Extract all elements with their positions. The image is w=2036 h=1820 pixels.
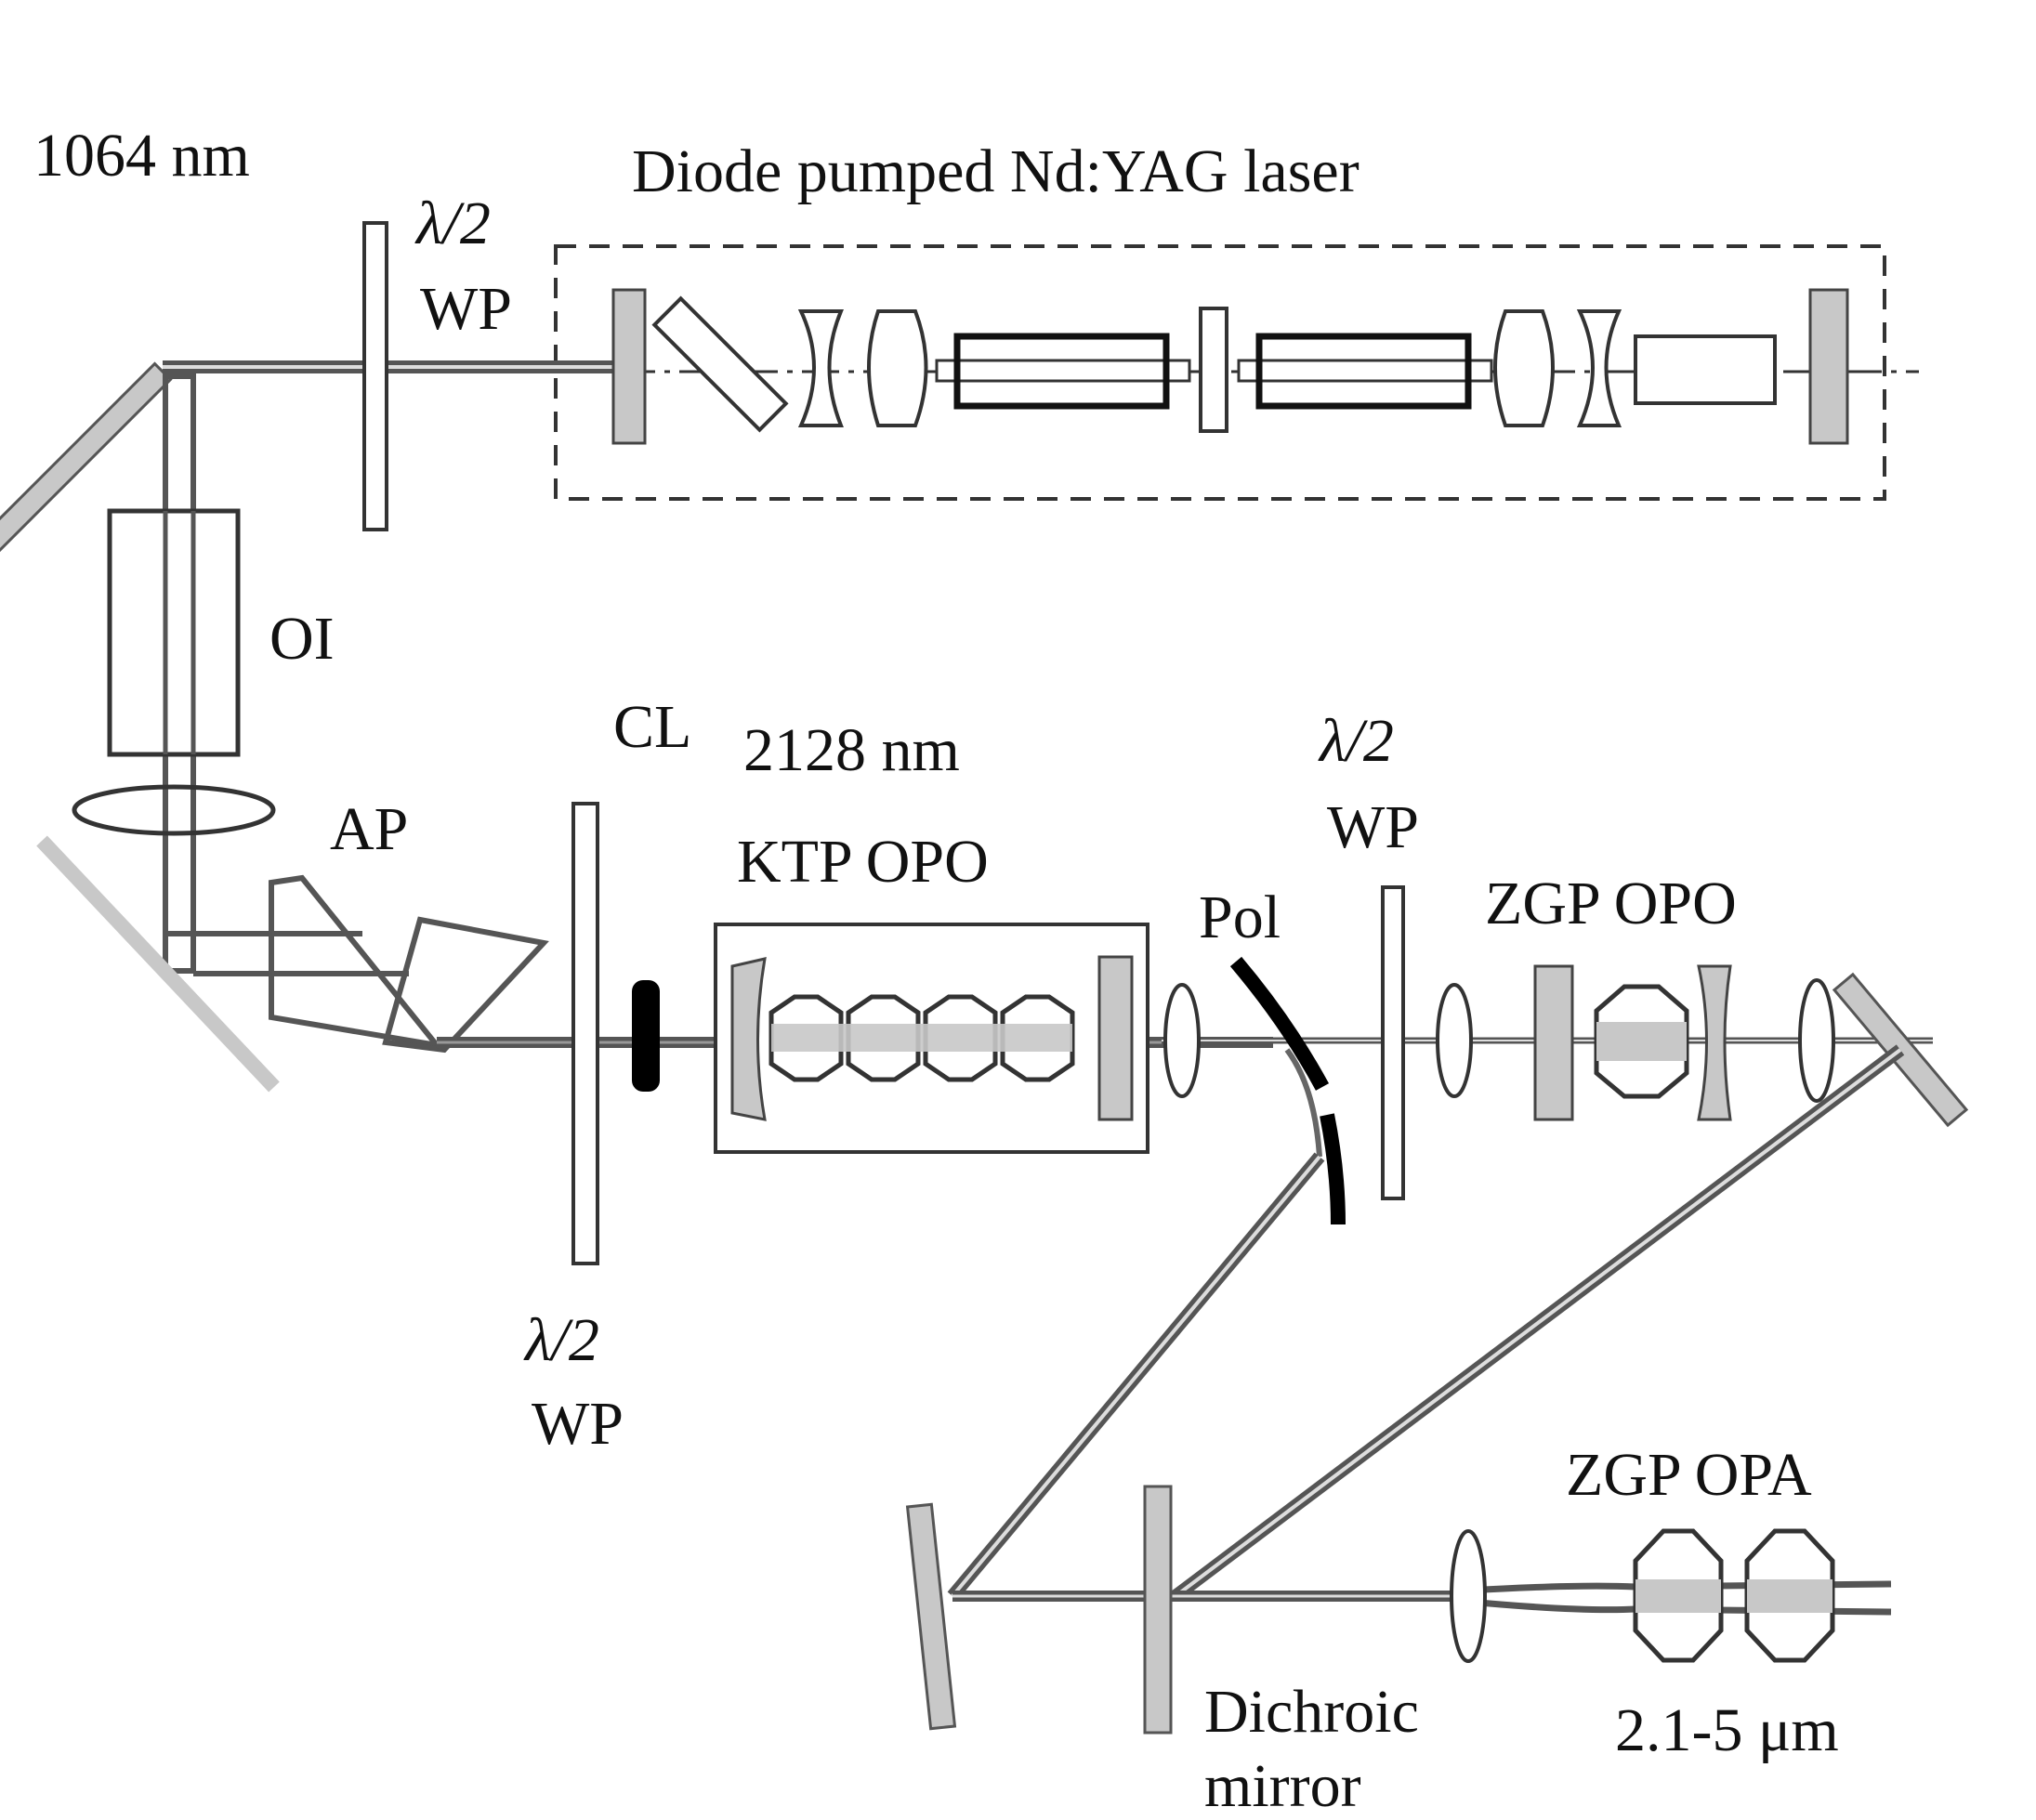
return-beams <box>947 1044 1905 1616</box>
cylindrical-lens <box>632 980 660 1092</box>
label-dichroic-line2: mirror <box>1204 1752 1361 1820</box>
half-wave-plate-top <box>362 221 388 531</box>
ktp-opo-input-mirror <box>730 957 767 1121</box>
label-pol: Pol <box>1199 884 1281 951</box>
fold-mirror-bottom <box>905 1502 957 1731</box>
label-hwp-mid-symbol: λ/2 <box>1320 707 1394 775</box>
label-hwp-bottom-wp: WP <box>532 1390 624 1458</box>
nd-yag-laser-enclosure <box>554 244 1886 501</box>
laser-rod-1 <box>935 333 1191 410</box>
polarizer <box>1229 956 1330 1091</box>
dichroic-mirror-element <box>1143 1485 1173 1735</box>
q-switch-cell <box>1634 334 1777 405</box>
convex-lens-2 <box>1493 309 1555 427</box>
label-hwp-bottom-symbol: λ/2 <box>525 1306 599 1374</box>
label-dichroic-line1: Dichroic <box>1204 1678 1419 1746</box>
label-pump-wavelength: 1064 nm <box>33 122 250 190</box>
zgp-opo-crystal <box>1594 984 1689 1099</box>
label-laser-title: Diode pumped Nd:YAG laser <box>632 137 1360 205</box>
label-hwp-top-symbol: λ/2 <box>416 190 491 257</box>
laser-rod-2 <box>1237 333 1493 410</box>
concave-lens-2 <box>1576 309 1622 427</box>
fold-mirror-bottom-left <box>36 835 280 1093</box>
convex-lens-1 <box>867 309 928 427</box>
label-signal-wavelength: 2128 nm <box>743 716 960 784</box>
zgp-opo-input-mirror <box>1533 964 1574 1121</box>
output-coupler <box>611 288 647 445</box>
optical-isolator <box>107 508 241 757</box>
label-zgp-opa: ZGP OPA <box>1566 1441 1812 1509</box>
focusing-lens-zgp-opo <box>1436 983 1473 1098</box>
zgp-opo-output-mirror <box>1697 964 1732 1121</box>
label-hwp-top-wp: WP <box>420 275 512 343</box>
rear-mirror <box>1808 288 1849 445</box>
label-cl: CL <box>613 693 692 761</box>
focusing-lens-opa <box>1450 1529 1487 1663</box>
label-zgp-opo: ZGP OPO <box>1485 870 1737 937</box>
zgp-opa-crystals <box>1633 1528 1835 1663</box>
label-ktp-opo: KTP OPO <box>737 828 989 896</box>
collimating-lens-zgp <box>1798 978 1835 1103</box>
ktp-crystals <box>768 994 1075 1082</box>
concave-lens-1 <box>797 309 844 427</box>
collimating-lens-1 <box>1163 983 1201 1098</box>
half-wave-plate-bottom <box>571 802 599 1265</box>
label-ap: AP <box>330 795 409 863</box>
half-wave-plate-middle <box>1381 885 1405 1200</box>
label-hwp-mid-wp: WP <box>1327 793 1419 861</box>
fold-mirror-top <box>0 361 173 579</box>
ktp-opo-output-mirror <box>1097 955 1134 1121</box>
polarizer-reflect-beam <box>1284 1048 1322 1158</box>
focusing-lens-oi <box>72 784 276 836</box>
label-output-range: 2.1-5 μm <box>1615 1696 1839 1764</box>
polarizer-reflector <box>1320 1113 1346 1225</box>
polarizer-plate-cavity <box>651 295 789 433</box>
label-oi: OI <box>269 605 335 673</box>
cavity-plate <box>1199 307 1228 433</box>
